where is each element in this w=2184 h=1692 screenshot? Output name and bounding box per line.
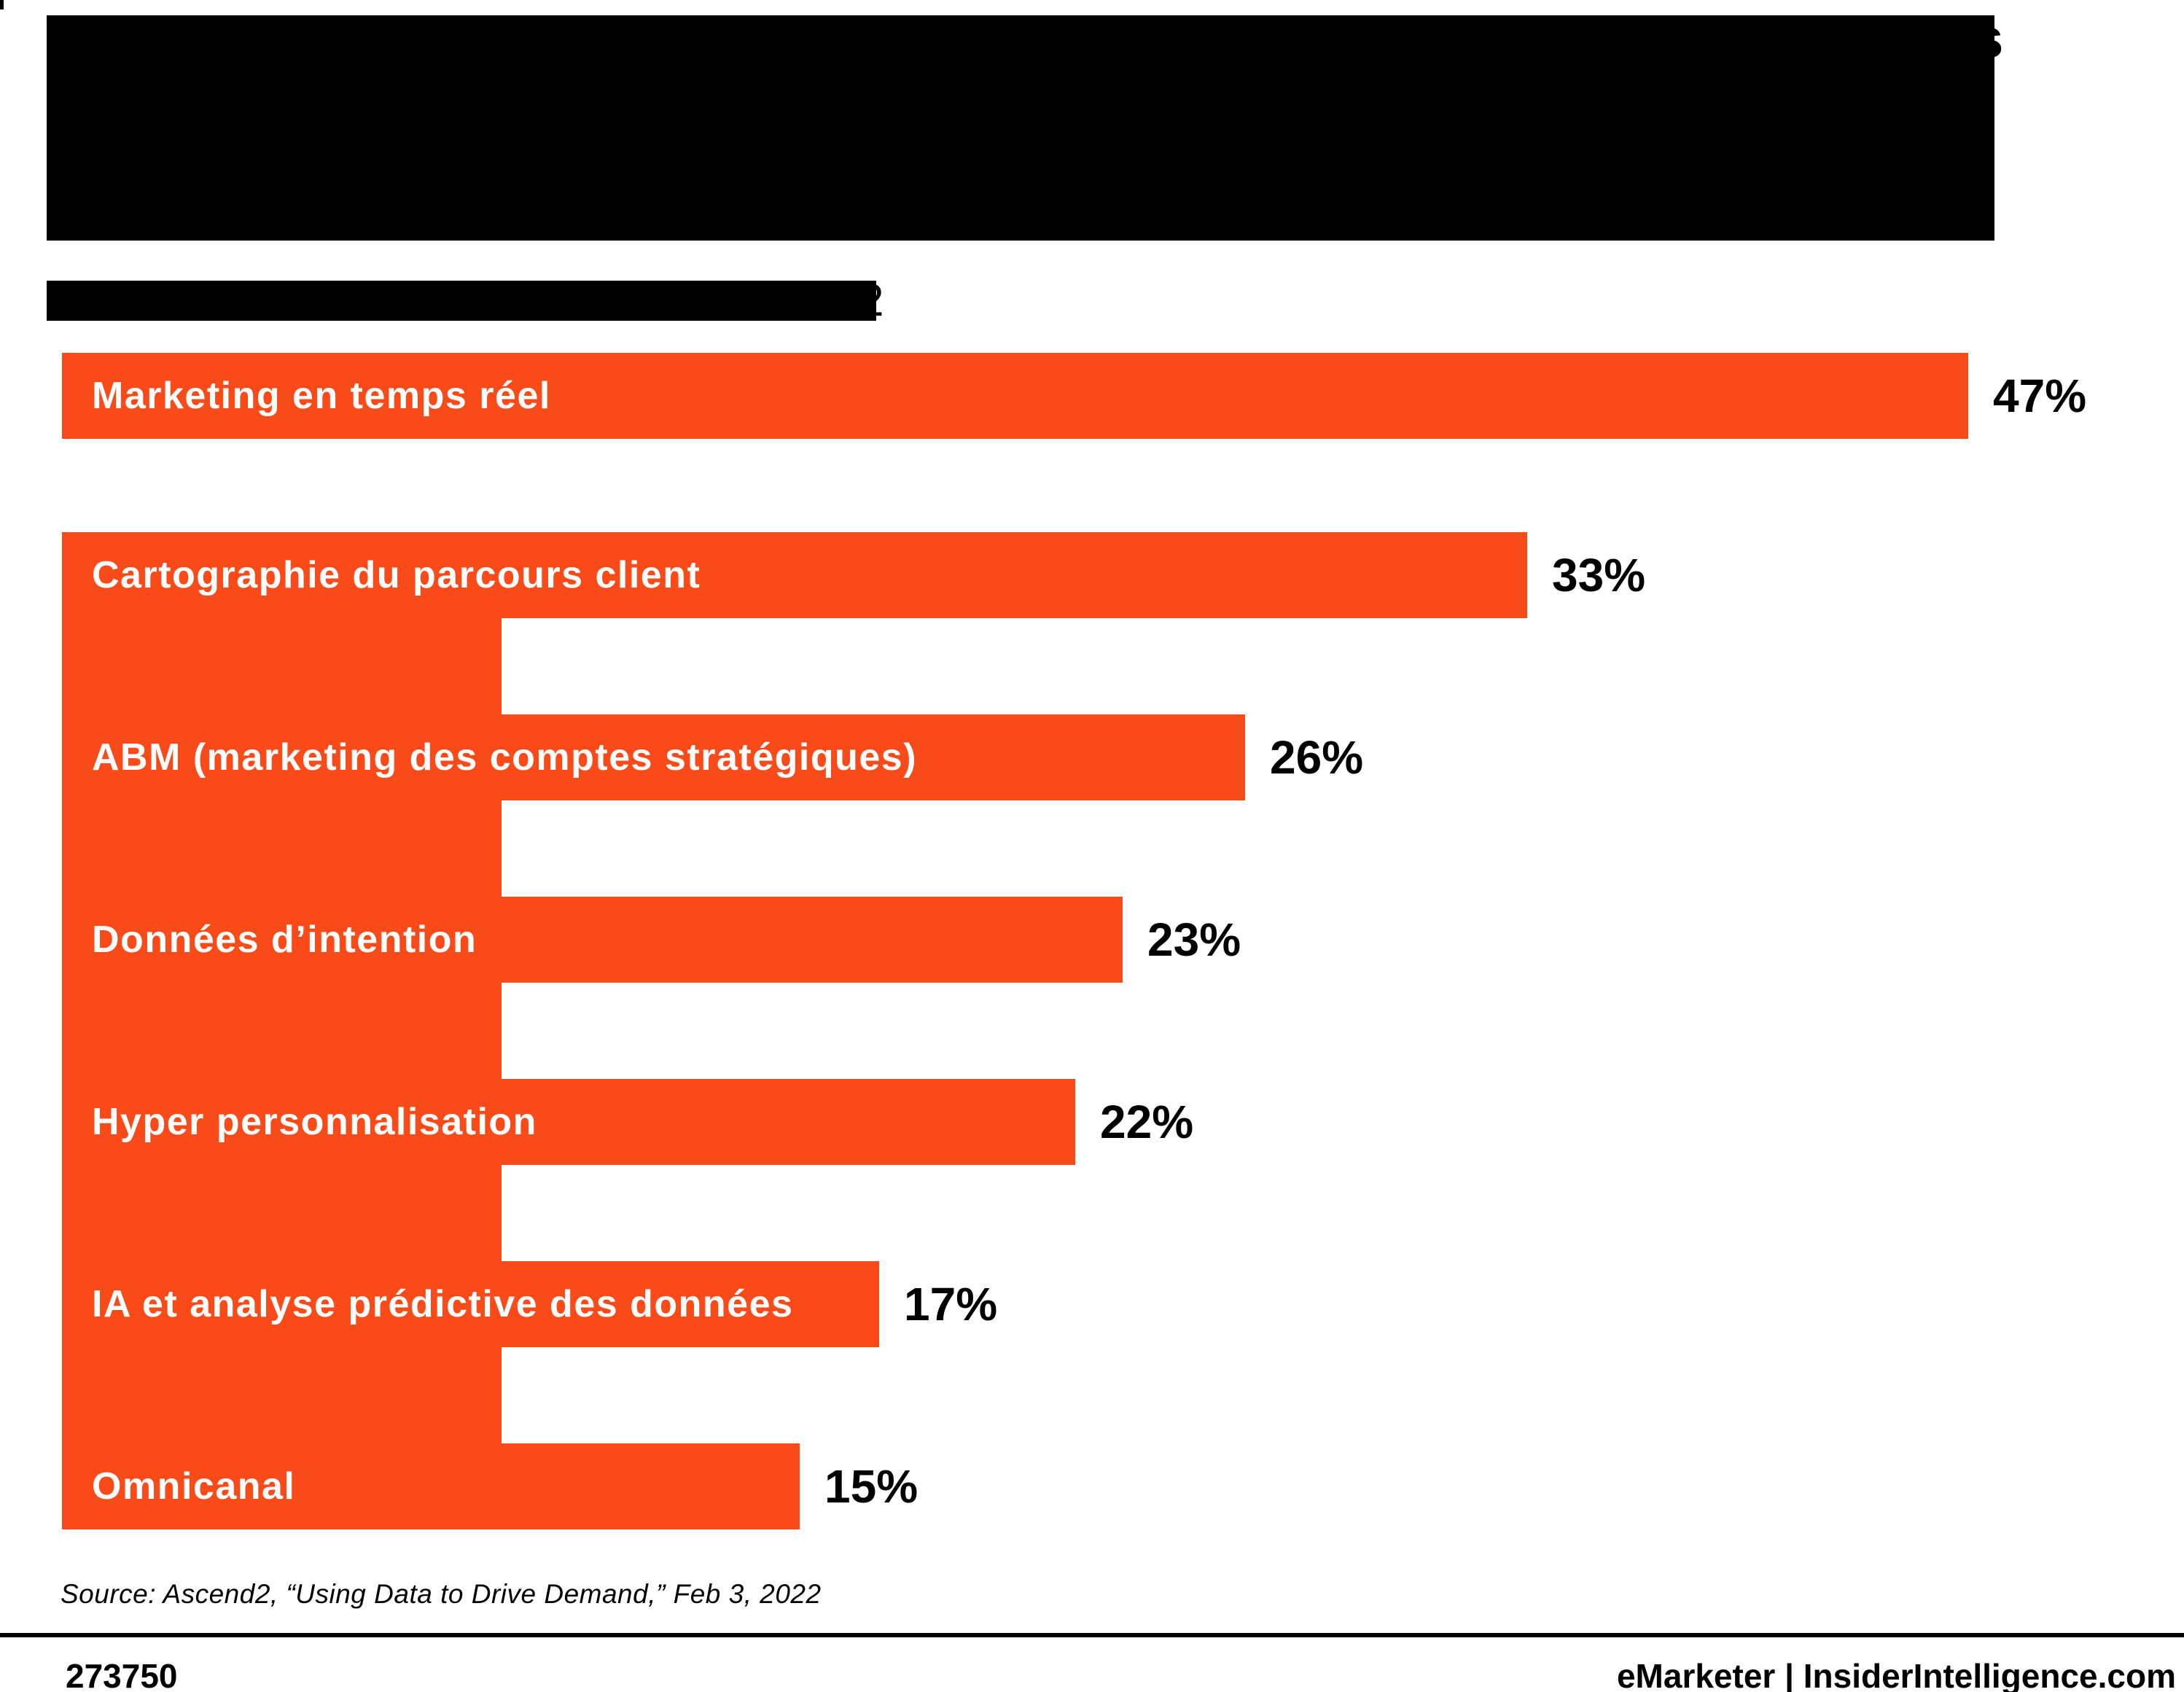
bar-row-5: Hyper personnalisation xyxy=(62,1079,1075,1165)
redacted-title-block xyxy=(47,15,1994,241)
redacted-subtitle-block xyxy=(47,281,876,321)
bar-value-label: 23% xyxy=(1147,913,1241,966)
bar-category-label: Omnicanal xyxy=(92,1465,296,1508)
bar-row-4: Données d’intention xyxy=(62,897,1123,983)
redacted-title-left-sliver xyxy=(0,0,4,9)
bar-row-2: Cartographie du parcours client xyxy=(62,532,1527,618)
branding-text: eMarketer | InsiderIntelligence.com xyxy=(1616,1657,2176,1692)
bar-category-label: IA et analyse prédictive des données xyxy=(92,1283,794,1325)
bar-category-label: ABM (marketing des comptes stratégiques) xyxy=(92,736,918,779)
source-note: Source: Ascend2, “Using Data to Drive De… xyxy=(61,1579,822,1609)
bar-row-7: Omnicanal xyxy=(62,1443,800,1529)
bar-value-label: 22% xyxy=(1100,1096,1194,1148)
bar-category-label: Marketing en temps réel xyxy=(92,375,551,417)
bar-category-label: Cartographie du parcours client xyxy=(92,554,701,596)
chart-id-number: 273750 xyxy=(66,1657,178,1692)
bar-value-label: 17% xyxy=(904,1278,998,1330)
bar-value-label: 26% xyxy=(1270,731,1364,784)
bar-category-label: Hyper personnalisation xyxy=(92,1101,537,1143)
bar-value-label: 47% xyxy=(1993,370,2087,422)
bar-category-label: Données d’intention xyxy=(92,919,477,961)
bar-row-3: ABM (marketing des comptes stratégiques) xyxy=(62,714,1245,800)
footer-divider xyxy=(0,1633,2184,1637)
bar-row-1: Marketing en temps réel xyxy=(62,353,1968,439)
bar-value-label: 15% xyxy=(824,1460,919,1513)
bar-row-6: IA et analyse prédictive des données xyxy=(62,1261,879,1347)
bar-spine xyxy=(62,532,502,1529)
bar-value-label: 33% xyxy=(1552,549,1646,601)
